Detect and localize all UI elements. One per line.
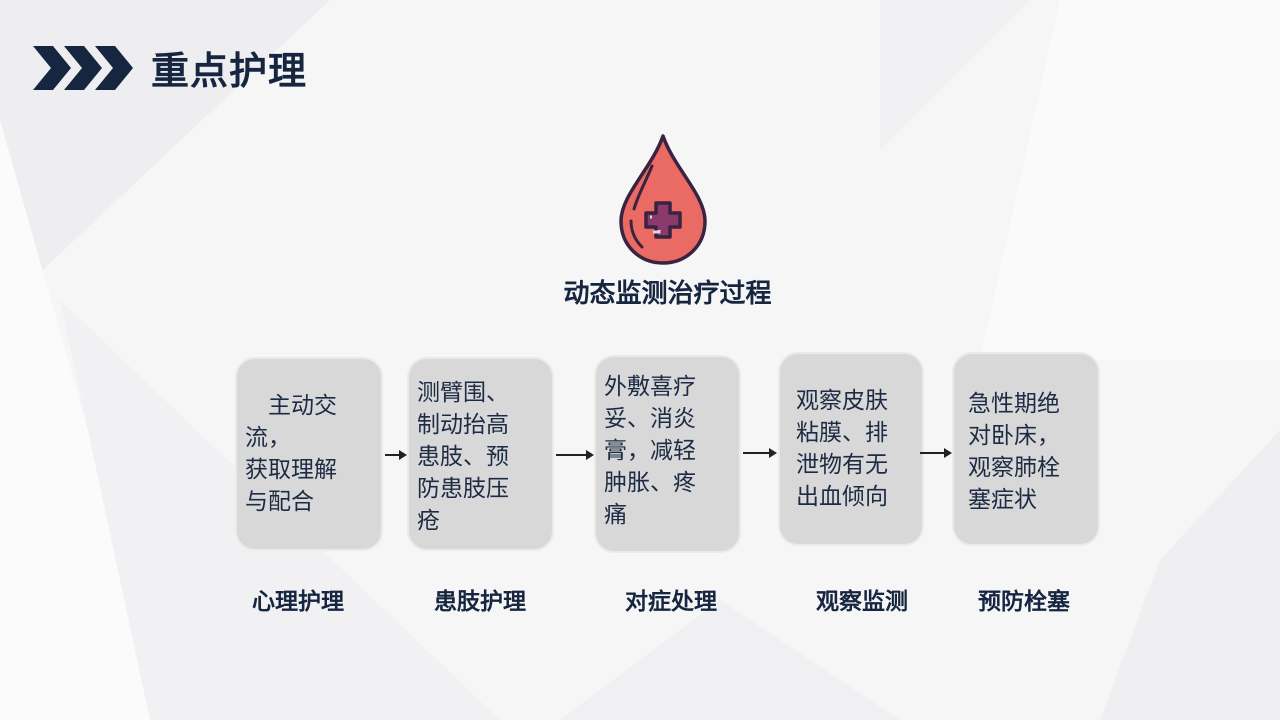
step-label-monitoring: 观察监测 (816, 589, 908, 615)
arrow-right-icon (920, 448, 952, 458)
arrow-right-icon (743, 448, 777, 458)
blood-drop-medical-cross-icon (619, 134, 707, 265)
step-label-psychological: 心理护理 (252, 589, 344, 615)
step-description: 急性期绝 对卧床， 观察肺栓 塞症状 (968, 391, 1060, 513)
step-label-symptomatic: 对症处理 (625, 589, 717, 615)
step-card-psychological: 主动交流， 获取理解 与配合 (235, 357, 383, 551)
step-description: 观察皮肤 粘膜、排 泄物有无 出血倾向 (796, 388, 888, 510)
arrow-right-icon (556, 450, 594, 460)
arrow-right-icon (385, 450, 407, 460)
step-card-embolism-prevention: 急性期绝 对卧床， 观察肺栓 塞症状 (952, 352, 1100, 546)
step-label-embolism-prevention: 预防栓塞 (978, 589, 1070, 615)
page-title: 重点护理 (151, 49, 308, 93)
step-card-symptomatic: 外敷喜疗 妥、消炎 膏，减轻 肿胀、疼 痛 (594, 355, 741, 553)
process-subtitle: 动态监测治疗过程 (563, 279, 772, 309)
step-description: 主动交流， 获取理解 与配合 (245, 393, 337, 515)
step-card-monitoring: 观察皮肤 粘膜、排 泄物有无 出血倾向 (778, 352, 924, 546)
step-description: 外敷喜疗 妥、消炎 膏，减轻 肿胀、疼 痛 (604, 374, 696, 528)
step-description: 测臂围、 制动抬高 患肢、预 防患肢压 疮 (417, 380, 509, 534)
step-label-limb-care: 患肢护理 (434, 589, 526, 615)
slide-header: 重点护理 (33, 40, 307, 95)
step-card-limb-care: 测臂围、 制动抬高 患肢、预 防患肢压 疮 (407, 357, 554, 551)
triple-chevron-right-icon (33, 45, 133, 90)
